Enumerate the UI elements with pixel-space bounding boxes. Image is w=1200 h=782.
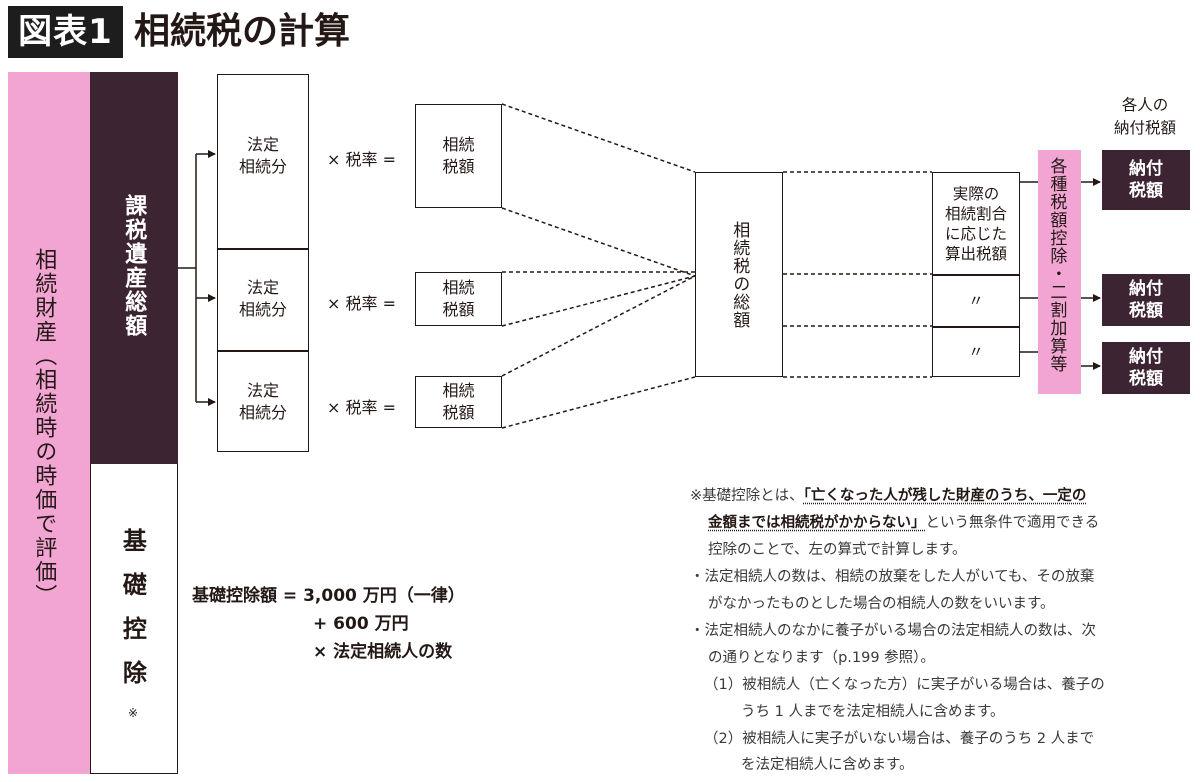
note-3-line-2: の通りとなります（p.199 参照）。 [708, 650, 935, 666]
estate-column [8, 72, 90, 774]
dash-tax1-top [501, 103, 696, 173]
note-4-line-2: うち 1 人までを法定相続人に含めます。 [741, 704, 1005, 720]
dash-tax3-bottom [501, 376, 696, 429]
tax-rate-1: × 税率 = [327, 150, 396, 169]
note-1-line-2: 金額までは相続税がかからない」という無条件で適用できる [708, 515, 1100, 531]
note-5-line-1: （2）被相続人に実子がいない場合は、養子のうち 2 人まで [704, 731, 1095, 747]
tax-adjustments-label: 各種税額控除・二割加算等 [1046, 157, 1067, 373]
figure-label: 図表1 [8, 6, 123, 58]
dash-tax3-top [501, 275, 696, 377]
tax-adjustments-bar [1038, 150, 1081, 394]
note-3-line-1: ・法定相続人のなかに養子がいる場合の法定相続人の数は、次 [690, 623, 1096, 639]
page-title: 相続税の計算 [134, 11, 351, 52]
total-inheritance-tax-label: 相続税の総額 [729, 220, 750, 329]
legal-share-2: 法定相続分 [238, 277, 287, 319]
total-inheritance-tax-box: 相続税の総額 [695, 172, 783, 377]
inheritance-tax-box-1: 相続税額 [415, 104, 502, 208]
tax-rate-2: × 税率 = [327, 294, 396, 313]
legal-share-group [217, 74, 309, 452]
formula-line-2: + 600 万円 [313, 614, 409, 634]
basic-deduction-note-mark: ※ [128, 706, 139, 720]
allocated-tax-3: 〃 [968, 343, 984, 362]
allocated-tax-2: 〃 [968, 291, 984, 310]
legal-share-3: 法定相続分 [238, 380, 287, 422]
note-2-line-1: ・法定相続人の数は、相続の放棄をした人がいても、その放棄 [690, 569, 1095, 585]
estate-label: 相続財産（相続時の時価で評価） [31, 248, 57, 608]
note-2-line-2: がなかったものとした場合の相続人の数をいいます。 [708, 596, 1055, 612]
allocation-divider [932, 326, 1020, 328]
basic-deduction-column [90, 464, 178, 774]
inheritance-tax-box-3: 相続税額 [415, 376, 502, 428]
legal-share-1: 法定相続分 [238, 134, 287, 176]
allocated-tax-1: 実際の 相続割合 に応じた 算出税額 [944, 184, 1007, 264]
formula-line-1: 基礎控除額 = 3,000 万円（一律） [192, 586, 465, 606]
note-4-line-1: （1）被相続人（亡くなった方）に実子がいる場合は、養子の [704, 677, 1105, 693]
dash-tax1-bottom [501, 207, 696, 277]
note-5-line-2: を法定相続人に含めます。 [741, 757, 914, 773]
inheritance-tax-box-2: 相続税額 [415, 272, 502, 326]
payment-box-2: 納付税額 [1102, 274, 1190, 326]
dash-tax2-bottom [501, 275, 696, 327]
payment-box-3: 納付税額 [1102, 342, 1190, 394]
taxable-estate-label: 課税遺産総額 [121, 194, 147, 338]
basic-deduction-label: 基礎控除 [118, 528, 147, 704]
payment-box-1: 納付税額 [1102, 150, 1190, 210]
note-1-line-3: 控除のことで、左の算式で計算します。 [708, 542, 967, 558]
legal-share-divider [217, 350, 309, 352]
tax-rate-3: × 税率 = [327, 398, 396, 417]
note-1-line-1: ※基礎控除とは、「亡くなった人が残した財産のうち、一定の [690, 488, 1087, 504]
allocation-divider [932, 274, 1020, 276]
legal-share-divider [217, 248, 309, 250]
per-heir-payment-heading: 各人の 納付税額 [1113, 96, 1176, 138]
formula-line-3: × 法定相続人の数 [313, 642, 453, 662]
taxable-estate-column [90, 72, 178, 464]
